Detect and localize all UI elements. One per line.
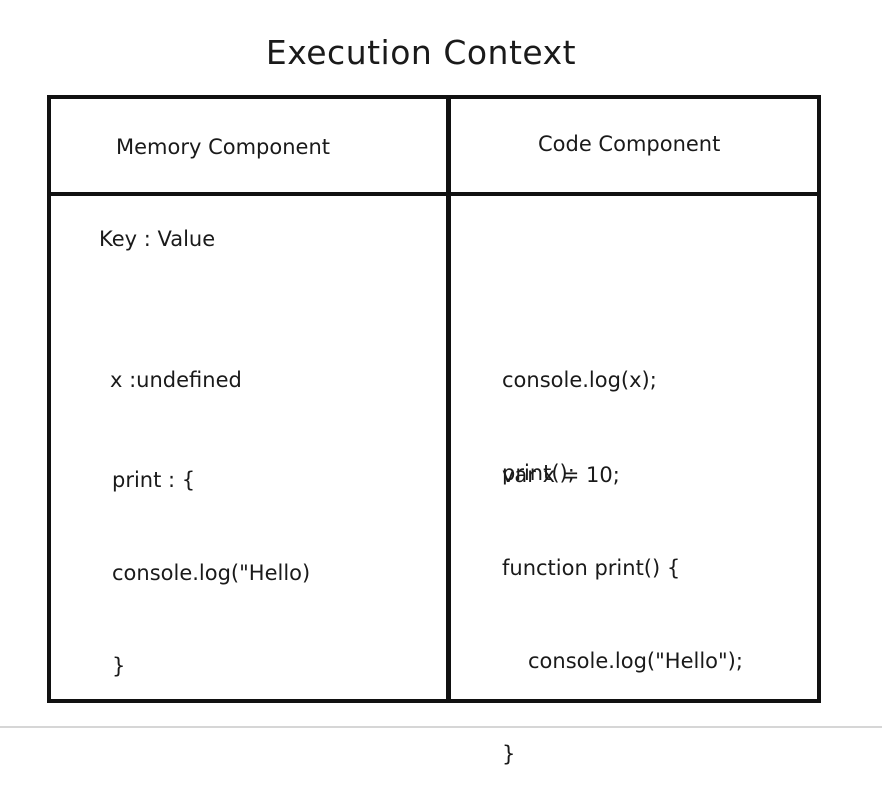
memory-line: x :undefined [110,368,242,392]
code-block-declarations: var x = 10; function print() { console.l… [502,398,743,801]
page-bottom-rule [0,726,882,728]
column-divider [446,95,451,703]
memory-line: } [112,654,126,678]
key-value-label: Key : Value [99,227,216,251]
code-line: console.log(x); [502,368,657,392]
memory-line: print : { [112,468,196,492]
execution-context-table [47,95,821,703]
code-line: } [502,742,516,766]
code-line: var x = 10; [502,463,620,487]
code-block-calls: console.log(x); print(); [502,303,657,520]
memory-entry-print: print : { console.log("Hello) } [112,403,310,713]
code-line: print(); [502,461,575,485]
code-component-header: Code Component [538,132,721,156]
memory-entry-x: x :undefined [110,303,242,427]
memory-component-header: Memory Component [116,135,330,159]
memory-line: console.log("Hello) [112,561,311,585]
header-divider [47,192,821,196]
diagram-title: Execution Context [265,33,577,72]
code-line: function print() { [502,556,681,580]
code-line: console.log("Hello"); [528,649,743,673]
